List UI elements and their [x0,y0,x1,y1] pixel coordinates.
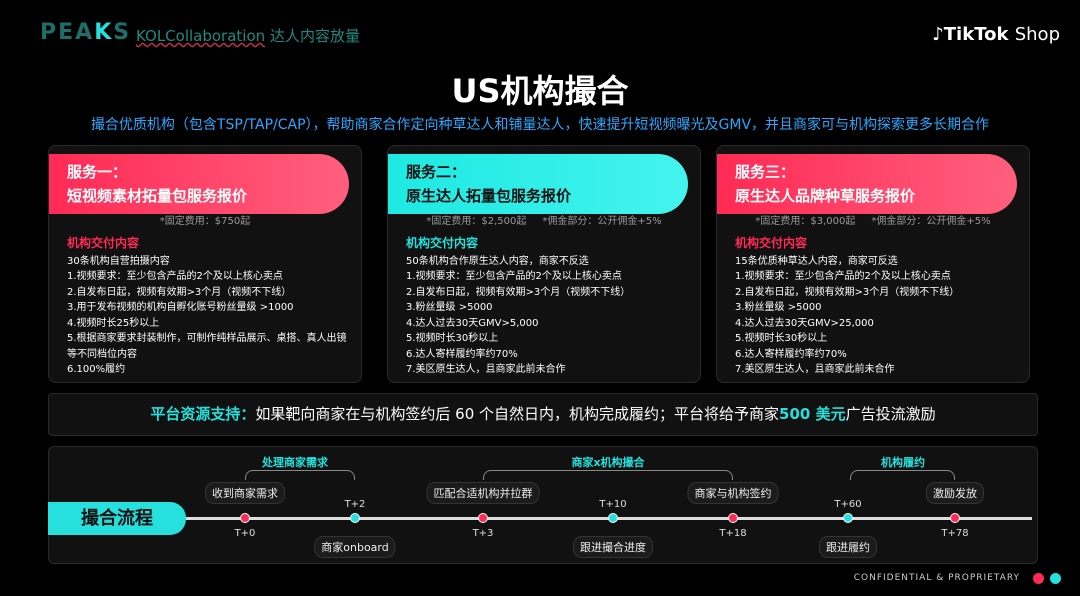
list-item: 3.粉丝量级 >5000 [406,302,493,313]
fixed-fee: *固定费用：$3,000起 [755,216,856,227]
page-description: 撮合优质机构（包含TSP/TAP/CAP），帮助商家合作定向种草达人和铺量达人，… [90,117,990,133]
task-pill: 收到商家需求 [205,482,285,504]
task-pill: 跟进撮合进度 [573,536,653,558]
timeline-dot [608,513,618,523]
page-title: US机构撮合 [451,72,629,110]
list-item: 50条机构合作原生达人内容，商家不反选 [406,255,589,267]
list-item: 15条优质种草达人内容，商家可反选 [735,255,898,267]
time-label: T+60 [834,499,862,510]
timeline-dot [950,513,960,523]
list-item: 7.美区原生达人，且商家此前未合作 [735,364,895,375]
commission-fee: *佣金部分：公开佣金+5% [871,216,991,227]
time-label: T+2 [344,499,366,510]
time-label: T+18 [719,528,747,539]
list-item: 3.用于发布视频的机构自孵化账号粉丝量级 >1000 [67,302,294,313]
task-pill: 商家与机构签约 [687,482,779,504]
platform-support-banner: 平台资源支持：如果靶向商家在与机构签约后 60 个自然日内，机构完成履约；平台将… [48,393,1038,436]
list-item: 30条机构自营拍摄内容 [67,255,170,267]
phase-bracket [850,470,955,480]
task-pill: 商家onboard [314,536,396,558]
brand-suffix: Shop [1014,24,1060,45]
section-title: 机构交付内容 [67,236,140,250]
card-header: 服务三： 原生达人品牌种草服务报价 [717,154,1017,214]
section-title: 机构交付内容 [406,236,479,250]
peaks-logo: PEAKS [40,20,132,45]
timeline-dot [240,513,250,523]
list-item: 7.美区原生达人，且商家此前未合作 [406,364,566,375]
list-item: 6.达人寄样履约率约70% [735,348,847,360]
phase-bracket [245,470,355,480]
timeline-dot [843,513,853,523]
card-fees: *固定费用：$3,000起 *佣金部分：公开佣金+5% [717,212,1029,227]
card-name: 服务一： [67,163,128,181]
subtitle-cn: 达人内容放量 [269,27,360,45]
list-item: 2.自发布日起，视频有效期>3个月（视频不下线） [67,286,292,298]
phase-label: 商家x机构撮合 [571,456,645,469]
card-fees: *固定费用：$2,500起 *佣金部分：公开佣金+5% [388,212,700,227]
phase-label: 机构履约 [881,456,925,469]
cyan-dot-icon [1050,573,1061,584]
fixed-fee: *固定费用：$2,500起 [426,216,527,227]
card-body: 机构交付内容 30条机构自营拍摄内容 1.视频要求：至少包含产品的2个及以上核心卖… [67,236,353,378]
brand: TikTok [943,24,1009,45]
card-body: 机构交付内容 50条机构合作原生达人内容，商家不反选 1.视频要求：至少包含产品的… [406,236,692,378]
task-pill: 匹配合适机构并拉群 [426,482,540,504]
banner-text: 如果靶向商家在与机构签约后 60 个自然日内，机构完成履约；平台将给予商家 [255,405,780,423]
list-item: 4.视频时长25秒以上 [67,317,160,329]
task-pill: 激励发放 [926,482,984,504]
confidential-footer: CONFIDENTIAL & PROPRIETARY [853,573,1020,583]
task-pill: 跟进履约 [819,536,877,558]
card-name: 服务二： [406,163,467,181]
list-item: 2.自发布日起，视频有效期>3个月（视频不下线） [735,286,960,298]
list-item: 2.自发布日起，视频有效期>3个月（视频不下线） [406,286,631,298]
commission-fee: *佣金部分：公开佣金+5% [542,216,662,227]
list-item: 3.粉丝量级 >5000 [735,302,822,313]
section-title: 机构交付内容 [735,236,808,250]
card-subtitle: 原生达人品牌种草服务报价 [735,187,916,205]
card-fees: *固定费用：$750起 [49,212,361,227]
banner-label: 平台资源支持： [150,405,256,423]
banner-text-end: 广告投流激励 [845,405,936,423]
list-item: 5.视频时长30秒以上 [406,333,499,344]
list-item: 1.视频要求：至少包含产品的2个及以上核心卖点 [406,271,622,282]
service-card-2: 服务二： 原生达人拓量包服务报价 *固定费用：$2,500起 *佣金部分：公开佣金+… [387,145,701,383]
time-label: T+3 [472,528,494,539]
time-label: T+10 [599,499,627,510]
list-item: 4.达人过去30天GMV>5,000 [406,317,539,329]
time-label: T+78 [941,528,969,539]
service-card-3: 服务三： 原生达人品牌种草服务报价 *固定费用：$3,000起 *佣金部分：公开佣金… [716,145,1030,383]
list-item: 6.达人寄样履约率约70% [406,348,518,360]
time-label: T+0 [234,528,256,539]
list-item: 5.根据商家要求封装制作，可制作纯样品展示、桌搭、真人出镜等不同档位内容 [67,333,347,360]
tiktok-note-icon: ♪ [932,24,944,45]
list-item: 1.视频要求：至少包含产品的2个及以上核心卖点 [735,271,951,282]
card-header: 服务一： 短视频素材拓量包服务报价 [49,154,349,214]
flow-label: 撮合流程 [48,502,186,535]
subtitle-en: KOLCollaboration [136,27,266,45]
list-item: 5.视频时长30秒以上 [735,333,828,344]
phase-bracket [483,470,733,480]
red-dot-icon [1033,573,1044,584]
list-item: 1.视频要求：至少包含产品的2个及以上核心卖点 [67,271,283,282]
list-item: 4.达人过去30天GMV>25,000 [735,317,874,329]
tiktok-shop-logo: ♪TikTok Shop [932,24,1060,45]
service-card-1: 服务一： 短视频素材拓量包服务报价 *固定费用：$750起 机构交付内容 30条机… [48,145,362,383]
timeline-dot [478,513,488,523]
card-name: 服务三： [735,163,796,181]
phase-label: 处理商家需求 [262,456,328,469]
fixed-fee: *固定费用：$750起 [159,216,251,227]
list-item: 6.100%履约 [67,364,126,375]
card-header: 服务二： 原生达人拓量包服务报价 [388,154,688,214]
timeline-dot [728,513,738,523]
timeline-dot [350,513,360,523]
card-subtitle: 原生达人拓量包服务报价 [406,187,572,205]
banner-highlight: 500 美元 [779,405,846,423]
header-subtitle: KOLCollaboration 达人内容放量 [136,25,360,46]
card-body: 机构交付内容 15条优质种草达人内容，商家可反选 1.视频要求：至少包含产品的2个… [735,236,1021,378]
card-subtitle: 短视频素材拓量包服务报价 [67,187,248,205]
